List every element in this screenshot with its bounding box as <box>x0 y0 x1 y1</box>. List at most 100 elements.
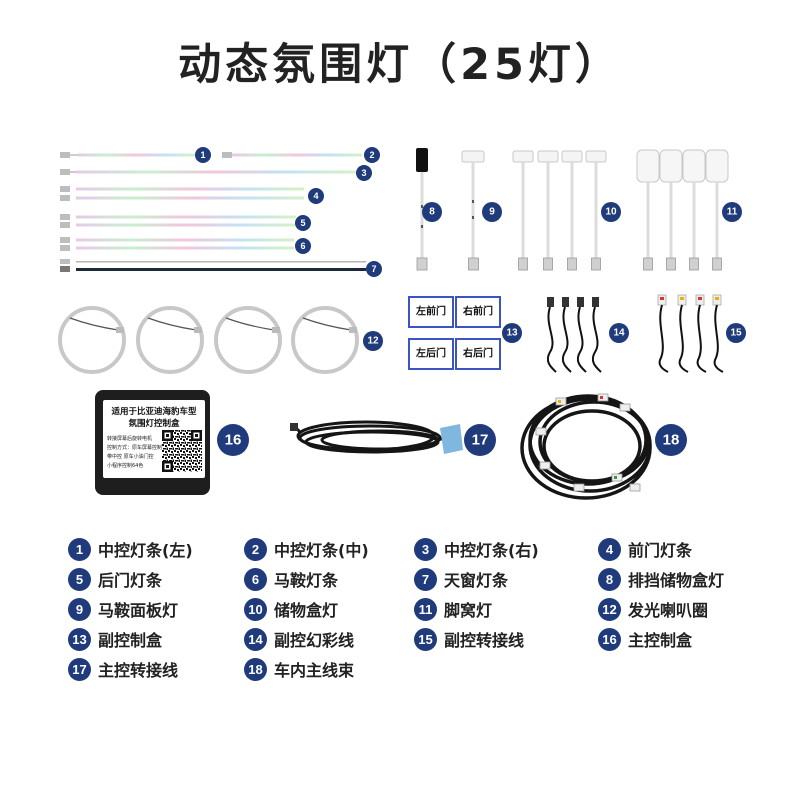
strip-7-sunroof <box>60 259 366 272</box>
box-label-line2: 氛围灯控制盒 <box>128 418 180 429</box>
callout-badge-3: 3 <box>356 165 372 181</box>
callout-badge-10: 10 <box>601 202 621 222</box>
legend-label: 后门灯条 <box>98 571 163 590</box>
legend-item: 6 马鞍灯条 <box>244 564 414 594</box>
svg-text:2: 2 <box>369 150 374 160</box>
box-note: 转接屏幕后旋转电机 <box>107 435 152 442</box>
sub-control-boxes-13: 左前门 右前门 左后门 右后门 <box>408 296 501 370</box>
speaker-rings-12 <box>58 306 359 374</box>
footwell-light <box>705 149 729 271</box>
svg-text:18: 18 <box>663 432 680 449</box>
callout-badge-11: 11 <box>722 202 742 222</box>
svg-text:12: 12 <box>367 336 379 347</box>
callout-badge-17: 17 <box>464 424 496 456</box>
callout-badge-12: 12 <box>363 331 383 351</box>
callout-badge-9: 9 <box>482 202 502 222</box>
box-note: 控制方式：原车屏幕控制 <box>107 444 162 451</box>
svg-text:1: 1 <box>200 150 205 160</box>
legend-number: 14 <box>244 627 267 651</box>
callout-badge-14: 14 <box>609 323 629 343</box>
legend-item: 18 车内主线束 <box>244 654 414 684</box>
callout-badge-8: 8 <box>422 202 442 222</box>
legend-item: 9 马鞍面板灯 <box>68 594 244 624</box>
legend-item: 5 后门灯条 <box>68 564 244 594</box>
legend-label: 马鞍面板灯 <box>98 601 179 620</box>
legend-label: 排挡储物盒灯 <box>628 571 725 590</box>
legend-item: 1 中控灯条(左) <box>68 534 244 564</box>
svg-text:6: 6 <box>300 241 305 251</box>
svg-text:9: 9 <box>489 207 495 218</box>
storage-box-light <box>537 150 559 271</box>
legend-item: 12 发光喇叭圈 <box>598 594 748 624</box>
legend-label: 前门灯条 <box>628 541 693 560</box>
legend-number: 16 <box>598 627 621 651</box>
strip-6-saddle <box>60 237 294 251</box>
legend-item: 4 前门灯条 <box>598 534 748 564</box>
door-label-front-right: 右前门 <box>462 305 493 318</box>
callout-badge-18: 18 <box>655 424 687 456</box>
legend-number: 12 <box>598 597 621 621</box>
legend-number: 10 <box>244 597 267 621</box>
svg-text:17: 17 <box>472 432 489 449</box>
legend-number: 2 <box>244 537 267 561</box>
legend-item: 17 主控转接线 <box>68 654 244 684</box>
legend-number: 17 <box>68 657 91 681</box>
legend-label: 中控灯条(左) <box>98 541 193 560</box>
svg-text:10: 10 <box>605 207 617 218</box>
legend-number: 1 <box>68 537 91 561</box>
callout-badge-2: 2 <box>364 147 380 163</box>
storage-box-light <box>585 150 607 271</box>
storage-box-light <box>512 150 534 271</box>
svg-text:5: 5 <box>300 218 305 228</box>
strip-3-center-right <box>60 169 356 175</box>
legend-label: 副控幻彩线 <box>274 631 355 650</box>
footwell-light <box>682 149 706 271</box>
legend-number: 7 <box>414 567 437 591</box>
main-adapter-cable-17 <box>290 420 463 454</box>
legend-label: 车内主线束 <box>274 661 355 680</box>
strip-1-center-left <box>60 152 195 158</box>
strip-2-center-middle <box>222 152 362 158</box>
legend-number: 4 <box>598 537 621 561</box>
door-label-rear-left: 左后门 <box>415 347 446 360</box>
main-wire-harness-18 <box>520 393 652 500</box>
callout-badge-6: 6 <box>295 238 311 254</box>
legend-number: 18 <box>244 657 267 681</box>
door-label-front-left: 左前门 <box>415 305 446 318</box>
legend-label: 马鞍灯条 <box>274 571 339 590</box>
svg-text:3: 3 <box>361 168 366 178</box>
svg-text:15: 15 <box>730 328 742 339</box>
callout-badges: 1 2 3 4 5 6 7 8 9 10 11 12 13 14 15 16 1… <box>195 147 746 456</box>
box-label-line1: 适用于比亚迪海豹车型 <box>111 406 197 417</box>
legend-number: 8 <box>598 567 621 591</box>
saddle-panel-light-9 <box>461 150 485 271</box>
legend-number: 5 <box>68 567 91 591</box>
page-title: 动态氛围灯（25灯） <box>178 40 622 90</box>
legend-number: 13 <box>68 627 91 651</box>
legend-number: 9 <box>68 597 91 621</box>
legend-number: 6 <box>244 567 267 591</box>
shift-storage-light-8 <box>416 148 428 271</box>
legend-label: 主控转接线 <box>98 661 179 680</box>
svg-text:4: 4 <box>313 191 318 201</box>
box-note: 带中控 原车小油门控 <box>107 453 154 460</box>
storage-box-light <box>561 150 583 271</box>
legend-item: 8 排挡储物盒灯 <box>598 564 748 594</box>
svg-text:7: 7 <box>371 264 376 274</box>
legend-label: 副控转接线 <box>444 631 525 650</box>
callout-badge-13: 13 <box>502 323 522 343</box>
svg-text:11: 11 <box>727 207 738 218</box>
legend-label: 发光喇叭圈 <box>628 601 709 620</box>
speaker-ring <box>214 306 282 374</box>
legend-label: 脚窝灯 <box>444 601 493 620</box>
callout-badge-4: 4 <box>308 188 324 204</box>
callout-badge-1: 1 <box>195 147 211 163</box>
callout-badge-5: 5 <box>295 215 311 231</box>
